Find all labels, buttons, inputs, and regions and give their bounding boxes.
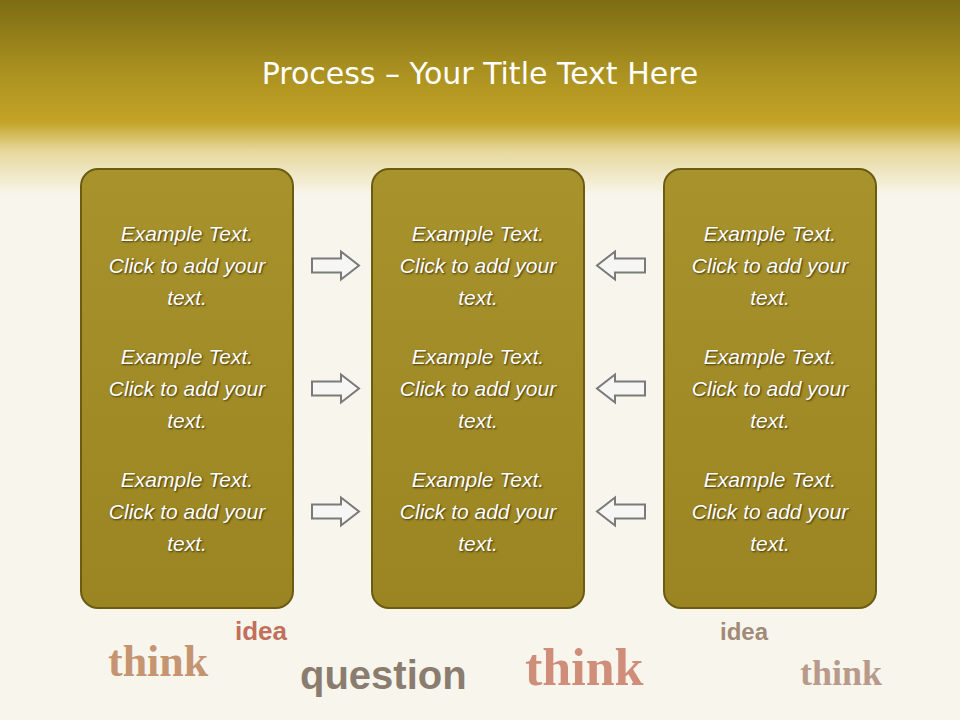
watermark-word: think (800, 655, 882, 691)
watermark-word: question (300, 655, 467, 695)
box-text: Example Text. Click to add your text. (685, 464, 855, 560)
block-arrow (597, 252, 645, 280)
box-text: Example Text. Click to add your text. (102, 218, 272, 314)
box-text: Example Text. Click to add your text. (685, 341, 855, 437)
box-text: Example Text. Click to add your text. (393, 218, 563, 314)
box-text: Example Text. Click to add your text. (102, 341, 272, 437)
watermark-word: think (108, 640, 208, 684)
block-arrow (312, 375, 359, 403)
block-arrow (597, 498, 645, 526)
block-arrow (312, 498, 359, 526)
process-box: Example Text. Click to add your text. Exa… (80, 168, 294, 609)
box-text: Example Text. Click to add your text. (685, 218, 855, 314)
process-box: Example Text. Click to add your text. Exa… (371, 168, 585, 609)
watermark-word: idea (720, 620, 768, 644)
box-text: Example Text. Click to add your text. (393, 341, 563, 437)
box-text: Example Text. Click to add your text. (393, 464, 563, 560)
block-arrow (597, 375, 645, 403)
watermark-word: idea (235, 618, 287, 644)
block-arrow (312, 252, 359, 280)
slide-title: Process – Your Title Text Here (0, 52, 960, 96)
watermark-word: think (525, 642, 644, 694)
box-text: Example Text. Click to add your text. (102, 464, 272, 560)
process-box: Example Text. Click to add your text. Exa… (663, 168, 877, 609)
